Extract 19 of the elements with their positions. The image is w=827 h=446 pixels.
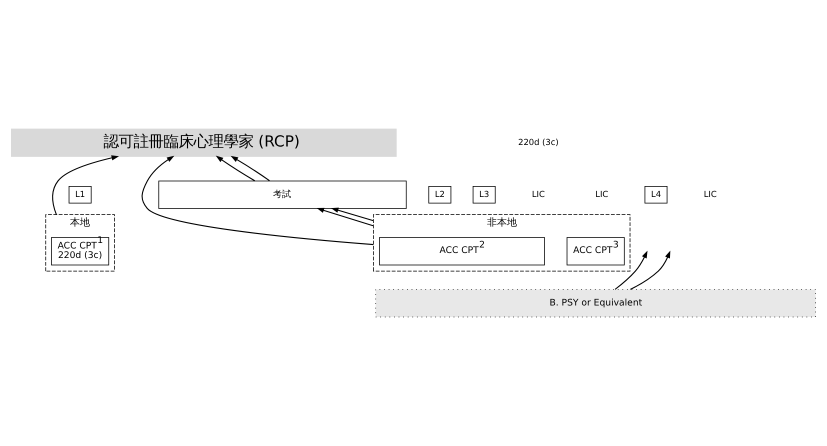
arrow [614, 250, 648, 290]
arrow [52, 155, 120, 215]
arrow [230, 156, 270, 182]
node-box: L1 [68, 186, 92, 204]
node-box: L2 [428, 186, 452, 204]
node-box: 考試 [158, 180, 407, 209]
label: LIC [532, 188, 545, 199]
arrow [330, 208, 374, 222]
node-box: L4 [644, 186, 668, 204]
label: 220d (3c) [518, 136, 559, 147]
arrow [630, 250, 670, 290]
label: LIC [595, 188, 608, 199]
arrow [316, 208, 374, 226]
node-box: 認可註冊臨床心理學家 (RCP) [10, 128, 397, 157]
arrow [142, 156, 374, 246]
node-box: L3 [472, 186, 496, 204]
arrow [216, 156, 256, 182]
label: LIC [704, 188, 717, 199]
node-box: B. PSY or Equivalent [375, 289, 816, 318]
